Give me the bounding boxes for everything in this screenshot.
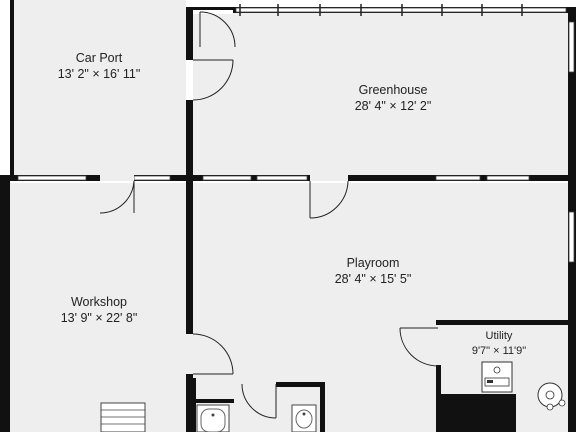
bathroom-door (240, 382, 277, 419)
car-port-dims: 13' 2" × 16' 11" (58, 67, 141, 81)
workshop-left-wall (0, 180, 10, 432)
car-port-label: Car Port (76, 51, 123, 65)
washer (481, 361, 513, 393)
bath-left-wall (190, 378, 196, 432)
car-port-left-wall (10, 0, 14, 178)
greenhouse-door (186, 59, 234, 101)
water-heater (537, 382, 566, 411)
workshop-playroom-door (186, 333, 234, 375)
middle-wall-windows (17, 175, 530, 181)
bathtub (196, 404, 230, 432)
playroom-door (309, 175, 349, 219)
greenhouse-dims: 28' 4" × 12' 2" (355, 99, 432, 113)
sink (291, 404, 317, 432)
exterior-strip (0, 0, 10, 178)
bath-right-wall (320, 382, 325, 432)
greenhouse-windows (235, 4, 567, 16)
bath-divider (196, 399, 234, 403)
greenhouse-floor (193, 10, 576, 178)
car-port-floor (0, 0, 186, 178)
workshop-door (99, 175, 135, 214)
playroom-dims: 28' 4" × 15' 5" (335, 272, 412, 286)
center-vertical-wall (186, 10, 193, 432)
playroom-label: Playroom (347, 256, 400, 270)
greenhouse-label: Greenhouse (359, 83, 428, 97)
utility-left-wall (436, 320, 441, 432)
right-wall-windows (568, 21, 575, 263)
workshop-floor (10, 183, 186, 432)
utility-counter (440, 394, 516, 432)
utility-dims: 9'7" × 11'9" (472, 345, 526, 357)
bath-top-wall (276, 382, 323, 387)
utility-door (399, 325, 441, 367)
workshop-label: Workshop (71, 295, 127, 309)
utility-label: Utility (486, 330, 513, 342)
car-port-door (193, 10, 236, 48)
utility-top-wall (436, 320, 576, 325)
workshop-stairs (100, 402, 146, 432)
workshop-dims: 13' 9" × 22' 8" (61, 311, 138, 325)
